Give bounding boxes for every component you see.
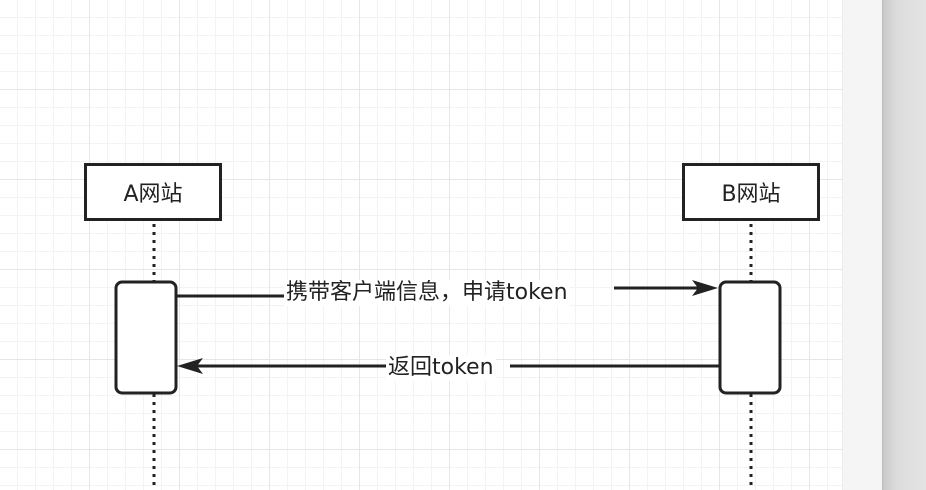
- participant-a-label: A网站: [123, 182, 183, 207]
- participant-a-box[interactable]: A网站: [84, 163, 222, 221]
- participant-b-box[interactable]: B网站: [682, 163, 820, 221]
- diagram-canvas[interactable]: [0, 0, 842, 490]
- activation-box-b[interactable]: [718, 280, 782, 395]
- request-arrowhead: [692, 280, 718, 296]
- activation-box-a[interactable]: [114, 280, 178, 395]
- return-message-label[interactable]: 返回token: [386, 355, 496, 381]
- sequence-diagram: [114, 224, 782, 490]
- request-message-label[interactable]: 携带客户端信息，申请token: [284, 280, 570, 306]
- canvas-gutter: [842, 0, 883, 490]
- return-arrowhead: [177, 358, 203, 374]
- participant-b-label: B网站: [721, 182, 781, 207]
- vertical-scrollbar[interactable]: [882, 0, 926, 490]
